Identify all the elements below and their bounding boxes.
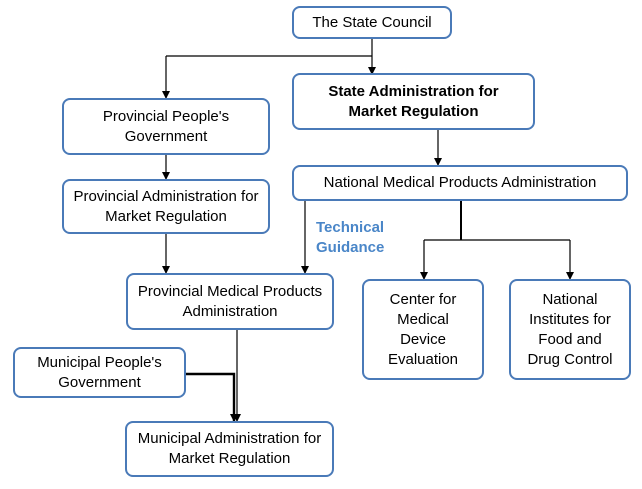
node-municipal-gov: Municipal People's Government bbox=[13, 347, 186, 398]
node-state-council-label: The State Council bbox=[312, 13, 432, 31]
node-samr: State Administration for Market Regulati… bbox=[292, 73, 535, 130]
technical-guidance-label: Technical Guidance bbox=[316, 219, 385, 256]
node-nmpa: National Medical Products Administration bbox=[292, 165, 628, 201]
node-provincial-amr: Provincial Administration for Market Reg… bbox=[62, 179, 270, 234]
node-provincial-amr-label: Provincial Administration for Market Reg… bbox=[73, 187, 259, 225]
node-nifdc: National Institutes for Food and Drug Co… bbox=[509, 279, 631, 380]
node-municipal-gov-label: Municipal People's Government bbox=[37, 353, 162, 391]
node-provincial-mpa: Provincial Medical Products Administrati… bbox=[126, 273, 334, 330]
node-provincial-gov-label: Provincial People's Government bbox=[102, 107, 230, 145]
node-samr-label: State Administration for Market Regulati… bbox=[328, 82, 499, 120]
node-provincial-mpa-label: Provincial Medical Products Administrati… bbox=[137, 282, 323, 320]
node-state-council: The State Council bbox=[292, 6, 452, 39]
node-nmpa-label: National Medical Products Administration bbox=[323, 174, 597, 191]
node-cmde-label: Center for Medical Device Evaluation bbox=[387, 290, 459, 368]
node-provincial-gov: Provincial People's Government bbox=[62, 98, 270, 155]
edge-municipal-gov-to-amr bbox=[186, 372, 238, 422]
node-cmde: Center for Medical Device Evaluation bbox=[362, 279, 484, 380]
node-municipal-amr: Municipal Administration for Market Regu… bbox=[125, 421, 334, 477]
node-municipal-amr-label: Municipal Administration for Market Regu… bbox=[137, 430, 322, 467]
node-nifdc-label: National Institutes for Food and Drug Co… bbox=[527, 290, 613, 368]
